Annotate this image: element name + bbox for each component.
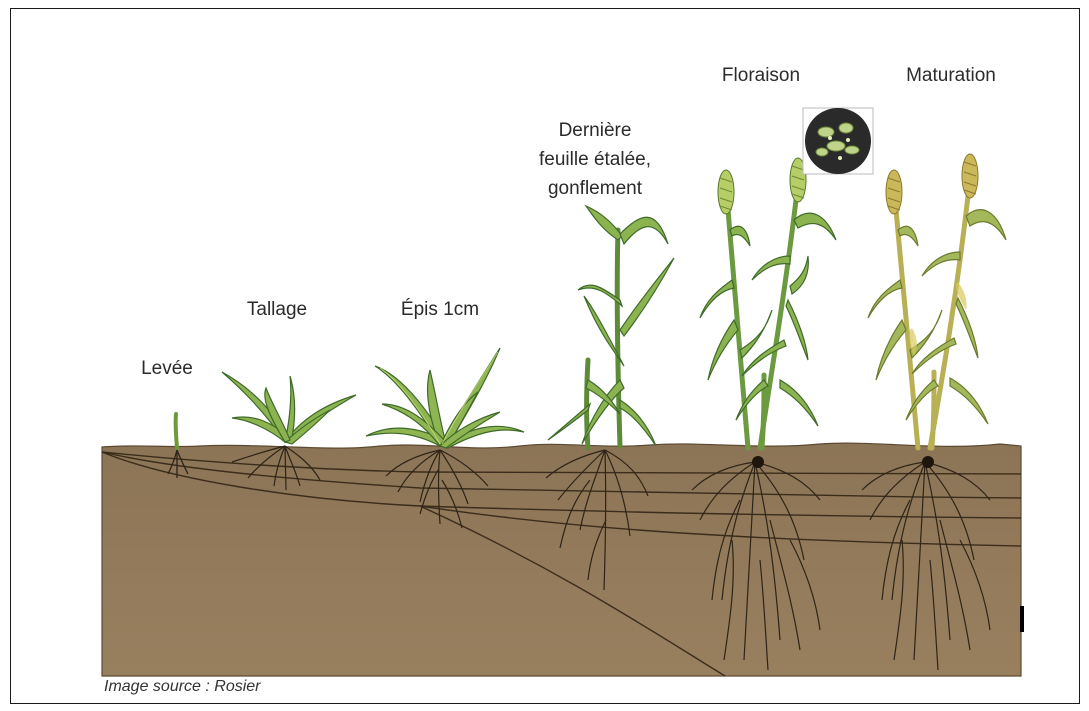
edge-mark xyxy=(1020,606,1024,632)
stage-label-epis: Épis 1cm xyxy=(375,298,505,322)
stage-label-levee: Levée xyxy=(122,357,212,381)
soil xyxy=(102,443,1021,676)
image-credit: Image source : Rosier xyxy=(104,678,261,696)
stage-label-maturation: Maturation xyxy=(876,64,1026,88)
stage-label-tallage: Tallage xyxy=(222,298,332,322)
stage-label-derniere-feuille: Dernière feuille étalée, gonflement xyxy=(500,116,690,203)
stage-label-floraison: Floraison xyxy=(696,64,826,88)
wheat-flower-closeup-icon xyxy=(803,108,873,174)
